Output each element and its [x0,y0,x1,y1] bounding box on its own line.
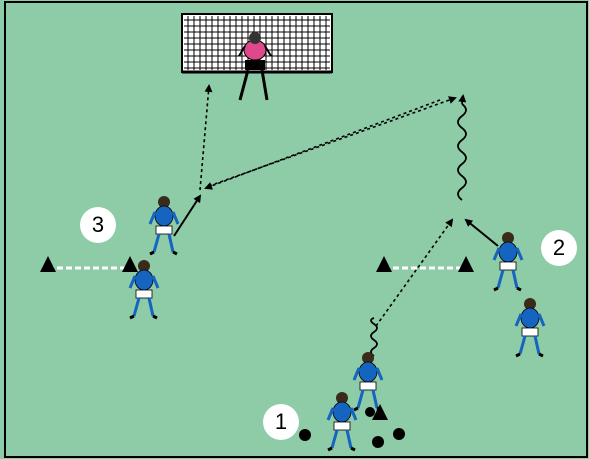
ball-icon [372,436,384,448]
dribble-arrow-2 [462,96,463,104]
group-2-label: 2 [541,230,577,266]
ball-icon [299,429,311,441]
group-3-label: 3 [80,207,116,243]
group-1-label: 1 [263,404,299,440]
ball-icon [393,428,405,440]
ball-icon [365,407,375,417]
